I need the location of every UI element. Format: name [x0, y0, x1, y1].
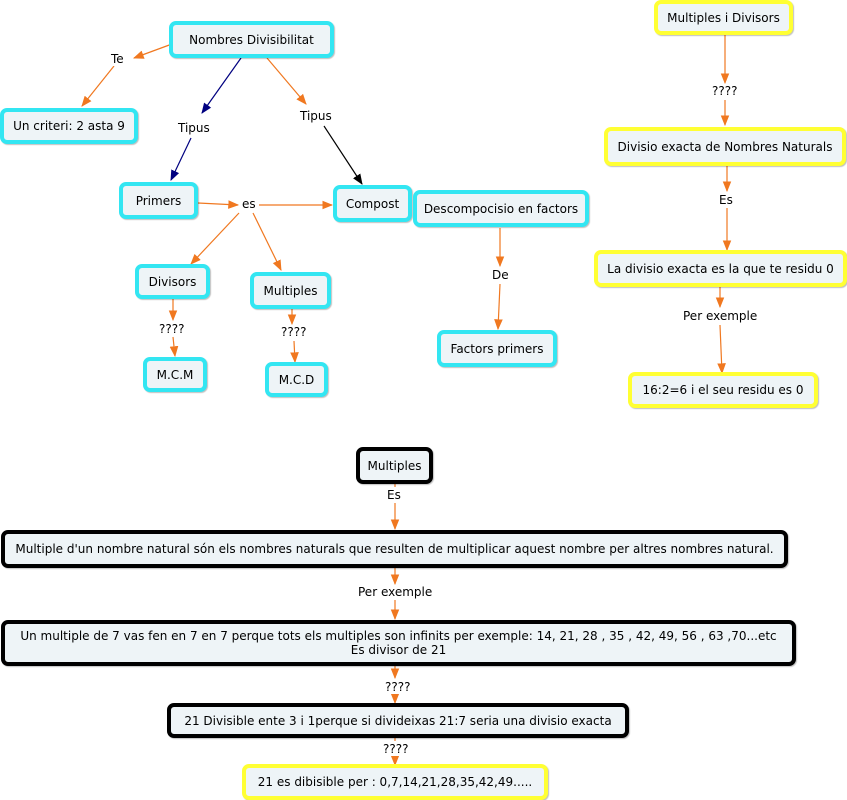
node-compost[interactable]: Compost	[333, 185, 412, 222]
label-q-bottom2: ????	[381, 742, 411, 756]
edge-q-mcm	[169, 336, 179, 358]
label-q-divisors: ????	[157, 322, 187, 336]
node-primers[interactable]: Primers	[119, 182, 198, 219]
edge-te-criteri	[81, 65, 115, 107]
node-mcm[interactable]: M.C.M	[143, 357, 207, 392]
label-es-primers: es	[240, 197, 258, 211]
node-multiples-left[interactable]: Multiples	[250, 272, 331, 309]
node-dibisible-per[interactable]: 21 es dibisible per : 0,7,14,21,28,35,42…	[242, 764, 548, 800]
label-q-bottom1: ????	[383, 680, 413, 694]
edge-nd-tipus-left	[201, 57, 242, 114]
edge-tipus-primers	[170, 137, 192, 181]
label-per-exemple-right: Per exemple	[681, 309, 760, 323]
node-multiples-divisors[interactable]: Multiples i Divisors	[654, 0, 793, 35]
node-mcd[interactable]: M.C.D	[265, 362, 328, 397]
node-divisio-residu[interactable]: La divisio exacta es la que te residu 0	[594, 250, 847, 287]
node-divisible-21[interactable]: 21 Divisible ente 3 i 1perque si dividei…	[167, 703, 629, 738]
multiple-7-line1: Un multiple de 7 vas fen en 7 en 7 perqu…	[20, 629, 777, 643]
node-criteri[interactable]: Un criteri: 2 asta 9	[0, 108, 138, 144]
node-divisio-exacta[interactable]: Divisio exacta de Nombres Naturals	[604, 127, 846, 166]
node-factors-primers[interactable]: Factors primers	[437, 330, 557, 367]
edge-nd-te	[132, 43, 173, 59]
edge-q-mcd	[290, 340, 299, 364]
label-te: Te	[109, 52, 126, 66]
node-nombres-divisibilitat[interactable]: Nombres Divisibilitat	[169, 21, 334, 58]
node-multiples-bottom[interactable]: Multiples	[356, 447, 433, 484]
edge-de-factors	[494, 283, 503, 331]
label-tipus-left: Tipus	[176, 121, 212, 135]
node-descompocisio[interactable]: Descompocisio en factors	[413, 190, 589, 227]
edge-es-divisors	[190, 212, 240, 265]
node-divisors[interactable]: Divisors	[135, 264, 210, 299]
label-per-exemple-bottom: Per exemple	[356, 585, 435, 599]
node-exemple-16[interactable]: 16:2=6 i el seu residu es 0	[628, 372, 818, 408]
edge-es-multiples	[252, 212, 282, 271]
node-multiple-definition[interactable]: Multiple d'un nombre natural són els nom…	[1, 530, 788, 568]
edge-tipus-compost	[323, 125, 363, 185]
label-de: De	[490, 268, 511, 282]
label-q-multiples: ????	[279, 325, 309, 339]
label-es-right: Es	[717, 193, 735, 207]
node-multiple-7[interactable]: Un multiple de 7 vas fen en 7 en 7 perqu…	[1, 620, 796, 666]
multiple-7-line2: Es divisor de 21	[350, 643, 447, 657]
edge-primers-es	[197, 200, 240, 209]
label-es-bottom: Es	[385, 488, 403, 502]
label-tipus-right: Tipus	[298, 109, 334, 123]
edge-nd-tipus-right	[266, 57, 307, 105]
edge-per-16	[717, 324, 726, 375]
label-q-right: ????	[710, 84, 740, 98]
